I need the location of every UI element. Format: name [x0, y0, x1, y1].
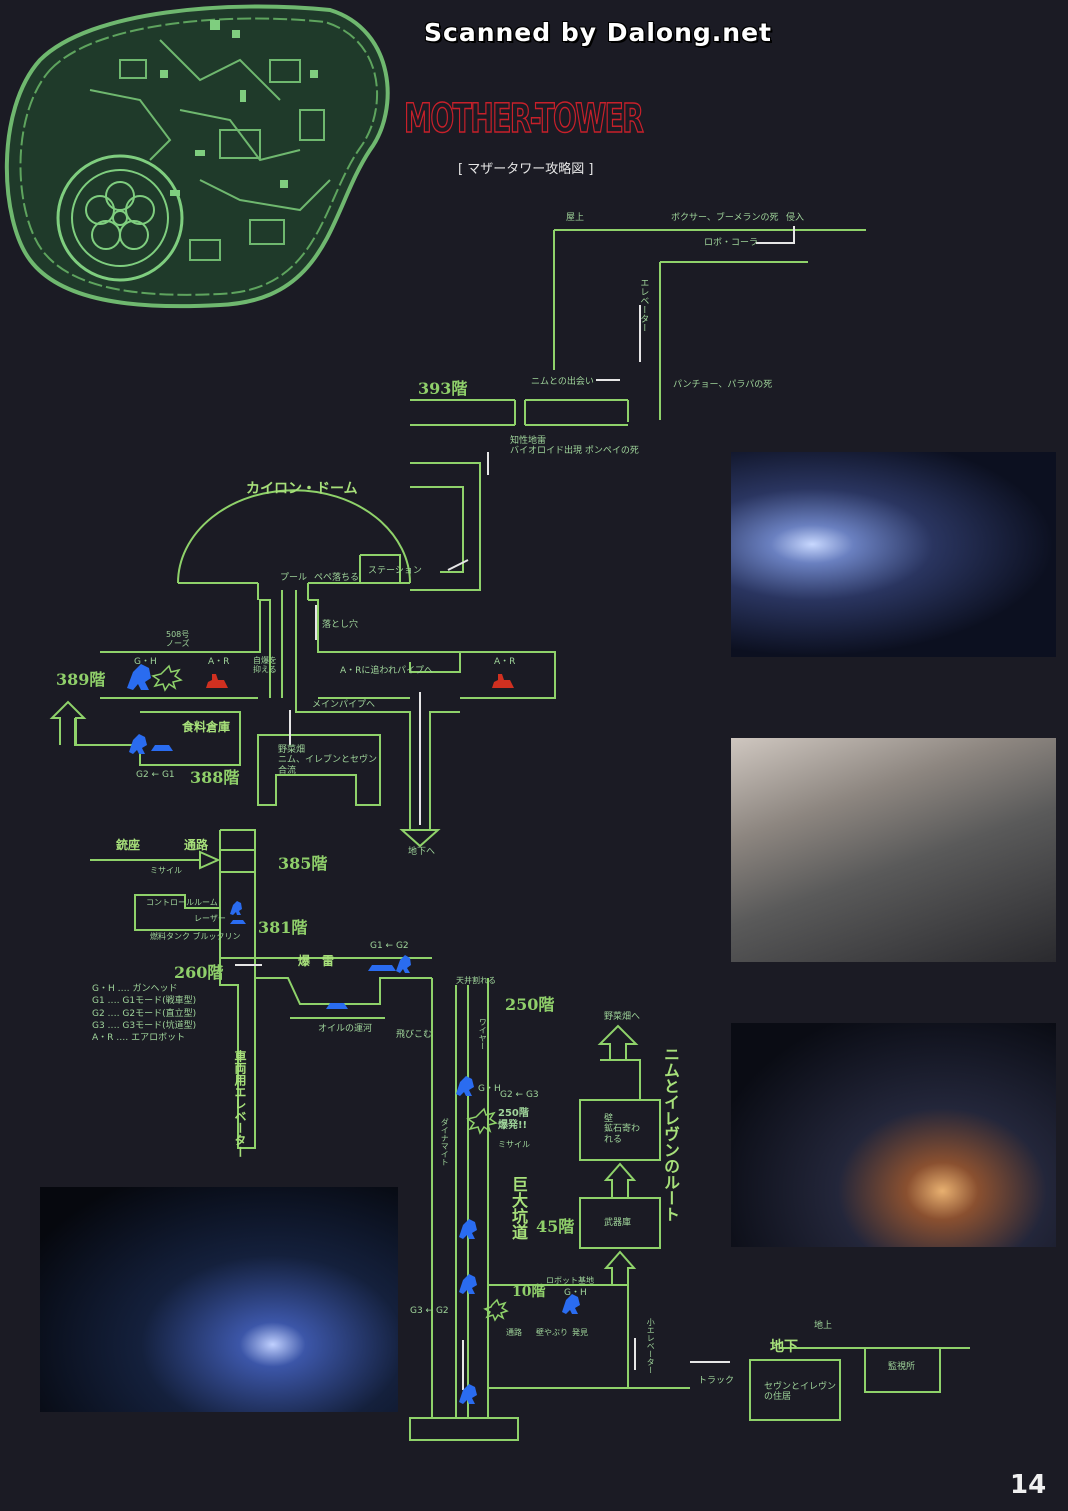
label-robo-cola: ロボ・コーラ	[704, 238, 759, 248]
legend-item: A・R ‥‥ エアロボット	[92, 1033, 186, 1044]
label-giant-shaft: 巨大坑道	[509, 1176, 528, 1240]
label-gh-shaft: G・H	[478, 1084, 501, 1094]
label-meet-nimu: ニムとの出会い	[531, 377, 594, 387]
page-subtitle: [ マザータワー攻略図 ]	[458, 162, 594, 177]
photo-fire	[731, 1023, 1056, 1247]
label-ground: 地上	[814, 1321, 833, 1331]
label-vegetable-field: 野菜畑 ニム、イレブンとセヴン 合流	[278, 745, 378, 776]
label-pancho-death: パンチョー、パラパの死	[673, 380, 773, 390]
label-laser: レーザー	[194, 914, 226, 923]
legend-item: G2 ‥‥ G2モード(直立型)	[92, 1008, 197, 1019]
label-to-underground: 地下へ	[408, 847, 436, 857]
photo-gunhead-lit	[731, 452, 1056, 657]
label-residence: セヴンとイレヴン の住居	[764, 1382, 837, 1403]
label-hold-self: 自爆を 抑える	[253, 656, 277, 675]
floor-10: 10階	[512, 1284, 546, 1300]
floor-385: 385階	[278, 854, 328, 873]
photo-tunnel	[40, 1187, 398, 1412]
label-g1g2: G1 ← G2	[370, 941, 409, 951]
label-explosive-mine: 爆 雷	[298, 954, 335, 968]
label-wall-broken: 壁 鉱石寄わ れる	[604, 1114, 641, 1145]
label-wire: ワイヤー	[478, 1018, 488, 1050]
label-passage2: 通路	[506, 1328, 522, 1337]
page-title: MOTHER-TOWER	[403, 95, 644, 143]
legend-item: G1 ‥‥ G1モード(戦車型)	[92, 996, 197, 1007]
label-ar-389: A・R	[208, 657, 230, 667]
label-invasion: 侵入	[786, 213, 805, 223]
label-gh-389: G・H	[134, 657, 157, 667]
label-small-elevator: 小エレベーター	[646, 1318, 656, 1374]
label-g2g1: G2 ← G1	[136, 770, 175, 780]
label-ceiling-break: 天井割れる	[456, 976, 496, 985]
label-bioroid: バイオロイド出現 ポンペイの死	[510, 446, 639, 456]
label-pepe: ペペ落ちる	[314, 573, 360, 583]
legend: G・H ‥‥ ガンヘッド G1 ‥‥ G1モード(戦車型) G2 ‥‥ G2モー…	[92, 984, 196, 1044]
label-pool: プール	[280, 573, 308, 583]
page-number: 14	[1010, 1470, 1047, 1500]
label-jump-in: 飛びこむ	[396, 1030, 433, 1040]
legend-item: G・H ‥‥ ガンヘッド	[92, 984, 178, 994]
label-explode-250: 250階 爆発!!	[498, 1108, 529, 1131]
label-pitfall: 落とし穴	[322, 620, 359, 630]
label-passage: 通路	[184, 838, 209, 852]
label-g2g3: G2 ← G3	[500, 1090, 539, 1100]
label-station: ステーション	[368, 566, 422, 576]
label-missile2: ミサイル	[498, 1140, 530, 1149]
label-gh-base: G・H	[564, 1288, 587, 1298]
label-to-vegetable: 野菜畑へ	[604, 1012, 641, 1022]
label-kairon-dome: カイロン・ドーム	[246, 481, 358, 497]
label-departure: 発見	[572, 1328, 588, 1337]
label-robot-base: ロボット基地	[546, 1276, 594, 1285]
floor-389: 389階	[56, 670, 106, 689]
label-main-pipe: メインパイプへ	[312, 700, 376, 710]
label-chased-pipe: A・Rに追われパイプへ	[340, 666, 433, 676]
floor-388: 388階	[190, 768, 240, 787]
label-armory: 武器庫	[604, 1218, 632, 1228]
label-ar-right: A・R	[494, 657, 516, 667]
label-guardhouse: 監視所	[888, 1362, 916, 1372]
label-gun-seat: 銃座	[116, 838, 141, 852]
legend-item: G3 ‥‥ G3モード(坑道型)	[92, 1021, 197, 1032]
label-nozzle: 508号 ノーズ	[166, 630, 190, 649]
floor-393: 393階	[418, 379, 468, 398]
label-rooftop: 屋上	[566, 213, 585, 223]
label-fuel-tank: 燃料タンク ブルックリン	[150, 932, 241, 941]
watermark: Scanned by Dalong.net	[424, 18, 773, 47]
label-boxer-death: ボクサー、ブーメランの死	[671, 213, 779, 223]
floor-250: 250階	[505, 995, 555, 1014]
label-wall-break: 壁やぶり	[536, 1328, 568, 1337]
label-dynamite: ダイナマイト	[440, 1118, 450, 1166]
label-g3g2: G3 ← G2	[410, 1306, 449, 1316]
floor-260: 260階	[174, 963, 224, 982]
floor-45: 45階	[536, 1217, 575, 1236]
photo-sparks	[731, 738, 1056, 962]
label-underground: 地下	[770, 1339, 798, 1355]
label-route: ニムとイレヴンのルート	[661, 1046, 680, 1222]
label-intelligent-mine: 知性地雷	[510, 436, 547, 446]
label-control-room: コントロールルーム	[146, 898, 218, 907]
label-vehicle-elevator: 車両用エレベーター	[233, 1050, 247, 1158]
label-truck: トラック	[698, 1376, 735, 1386]
label-oil-canal: オイルの運河	[318, 1024, 373, 1034]
label-food-storage: 食料倉庫	[182, 720, 231, 734]
circuit-map-icon	[4, 4, 390, 309]
floor-381: 381階	[258, 918, 308, 937]
label-elevator: エレベーター	[638, 278, 649, 332]
label-missile: ミサイル	[150, 866, 182, 875]
